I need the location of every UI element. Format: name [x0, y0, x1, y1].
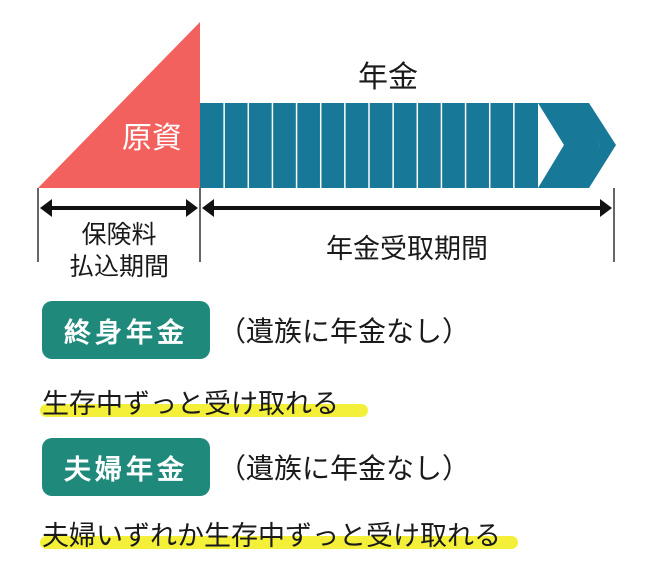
lifetime-annuity-badge: 終身年金 — [42, 301, 210, 359]
payment-period-label-line2: 払込期間 — [69, 252, 169, 281]
annuity-type-joint: 夫婦年金 （遺族に年金なし） — [42, 438, 470, 496]
lifetime-highlight-marker — [40, 404, 368, 417]
pension-label: 年金 — [358, 60, 418, 95]
annuity-type-lifetime: 終身年金 （遺族に年金なし） — [42, 301, 470, 359]
lifetime-annuity-description: 生存中ずっと受け取れる — [42, 389, 339, 420]
receipt-period-label: 年金受取期間 — [326, 234, 488, 265]
pension-bar — [200, 103, 616, 188]
principal-label: 原資 — [122, 121, 182, 156]
lifetime-annuity-note: （遺族に年金なし） — [218, 315, 471, 348]
payment-period-arrow — [40, 199, 198, 217]
joint-annuity-badge: 夫婦年金 — [42, 438, 210, 496]
receipt-period-arrow — [202, 199, 612, 217]
joint-annuity-note: （遺族に年金なし） — [218, 452, 471, 485]
annuity-diagram: 原資 年金 保険料 払込期間 年金受取期間 — [37, 22, 616, 281]
joint-highlight-marker — [40, 536, 518, 549]
payment-period-label-line1: 保険料 — [81, 220, 156, 249]
principal-triangle — [38, 22, 200, 188]
joint-annuity-description: 夫婦いずれか生存中ずっと受け取れる — [42, 521, 501, 552]
